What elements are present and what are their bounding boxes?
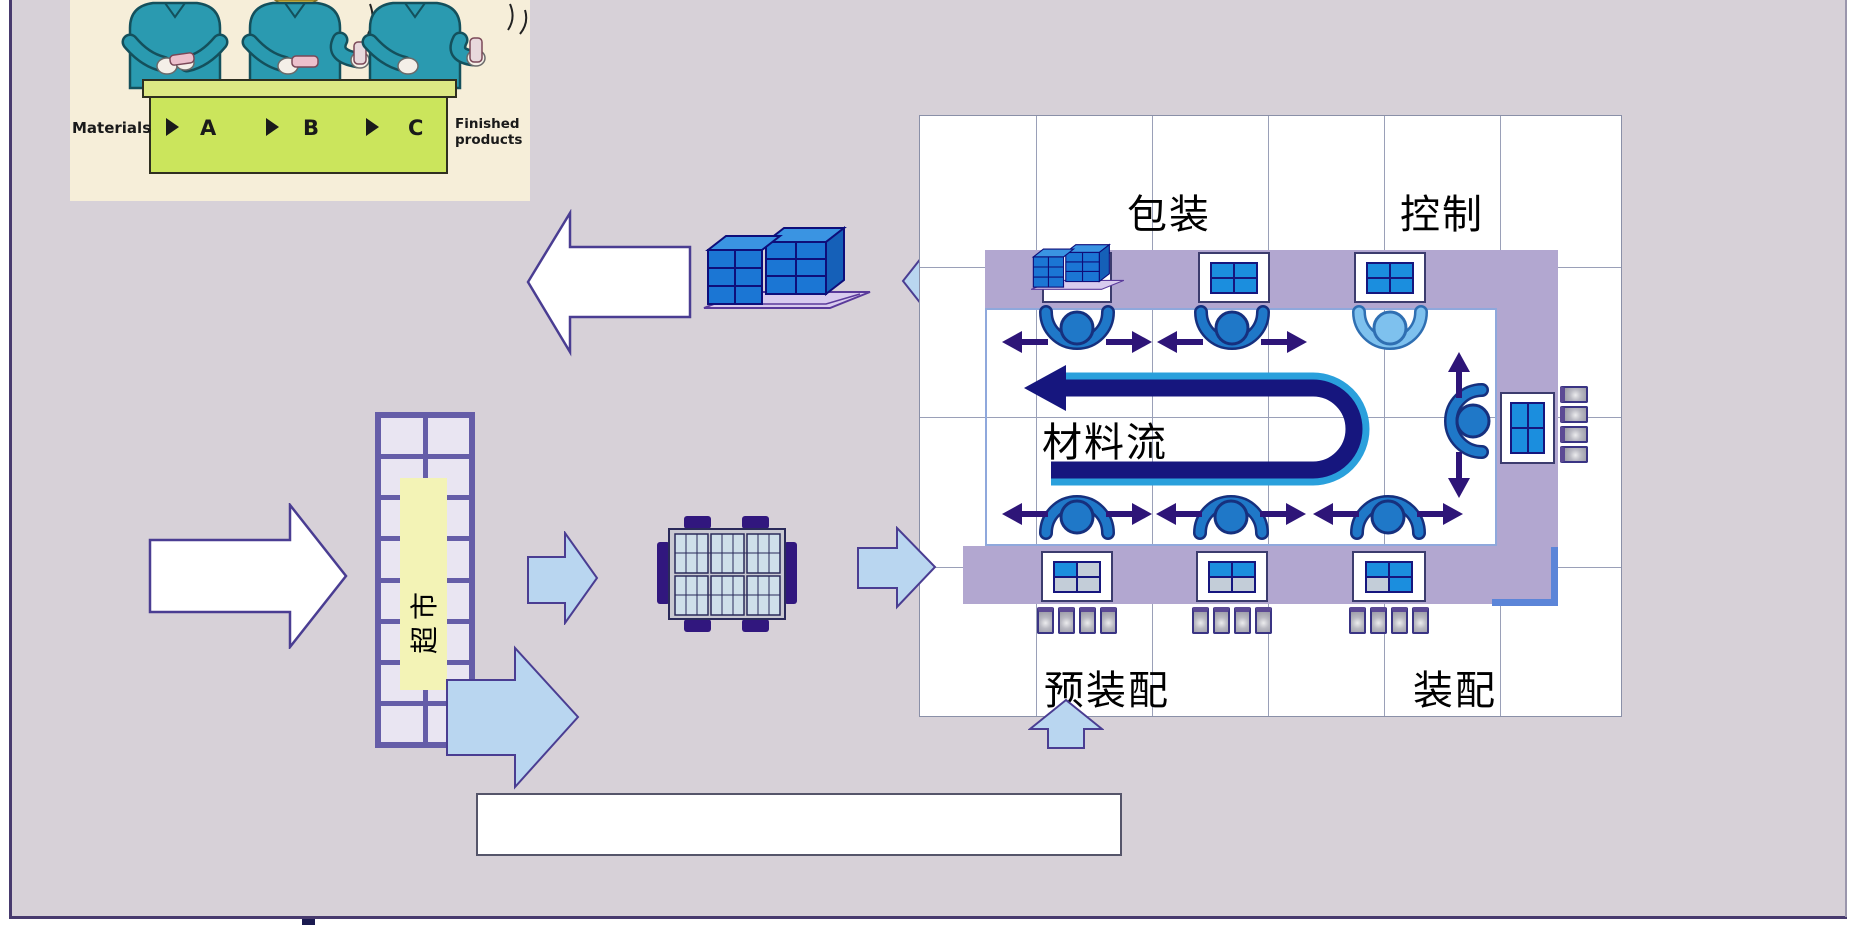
slide-border-left	[9, 0, 12, 919]
kit-flow-arrow-icon	[527, 531, 599, 625]
parts-bins-icon	[1349, 607, 1429, 634]
machine-grid-icon	[1366, 261, 1414, 294]
kitting-trolley-icon	[657, 516, 797, 632]
finished-goods-pallet-icon	[703, 225, 871, 309]
control-machine	[1354, 252, 1426, 303]
cell-feed-arrow-icon	[857, 526, 937, 610]
shuttle-right-arrow-icon	[1260, 503, 1306, 525]
packaging-area-label: 包装	[1127, 192, 1211, 238]
inset-worker-3-icon	[361, 1, 528, 90]
worker-icon	[1444, 383, 1491, 459]
materials-in-arrow-icon	[148, 503, 348, 649]
assembly-machine	[1352, 551, 1426, 602]
shuttle-right-arrow-icon	[1261, 331, 1307, 353]
flow-triangle-icon	[166, 118, 179, 136]
band-shadow	[1492, 599, 1558, 606]
inset-materials-label: Materials	[72, 119, 151, 137]
machine-grid-icon	[1053, 560, 1101, 593]
worker-icon	[1193, 495, 1269, 540]
worker-icon	[1194, 305, 1270, 350]
parts-bins-icon	[1560, 386, 1588, 463]
grid-line	[1384, 116, 1385, 716]
inset-station-c: C	[408, 116, 423, 140]
parts-bins-icon	[1037, 607, 1117, 634]
shuttle-right-arrow-icon	[1106, 331, 1152, 353]
flow-triangle-icon	[366, 118, 379, 136]
packaging-pallet-icon	[1030, 243, 1125, 290]
inset-bench-body	[149, 96, 448, 174]
shuttle-left-arrow-icon	[1002, 503, 1048, 525]
push-production-inset-image: Materials A B C Finished products	[70, 0, 530, 201]
worker-icon	[1039, 495, 1115, 540]
worker-icon	[1350, 495, 1426, 540]
ship-out-arrow-icon	[526, 209, 692, 357]
shuttle-right-arrow-icon	[1106, 503, 1152, 525]
supermarket-highlight	[400, 478, 447, 690]
shuttle-left-arrow-icon	[1313, 503, 1359, 525]
work-cell-border	[985, 308, 1497, 546]
shuttle-down-arrow-icon	[1448, 452, 1470, 498]
pre-assembly-in-arrow-icon	[1028, 698, 1104, 749]
machine-grid-icon	[1365, 560, 1413, 593]
inset-bench-top	[142, 79, 457, 98]
inset-finished-label-2: products	[455, 132, 522, 148]
inset-station-b: B	[303, 116, 319, 140]
grid-line	[1268, 116, 1269, 716]
shuttle-left-arrow-icon	[1002, 331, 1048, 353]
grid-line	[1036, 116, 1037, 716]
machine-grid-icon	[1210, 261, 1258, 294]
band-shadow	[1551, 547, 1558, 606]
slide-number-dash	[302, 919, 315, 925]
worker-icon	[1039, 305, 1115, 350]
shuttle-left-arrow-icon	[1157, 331, 1203, 353]
inset-finished-label-1: Finished	[455, 116, 520, 132]
grid-line	[920, 417, 1621, 418]
assembly-area-label: 装配	[1413, 668, 1497, 714]
material-flow-label: 材料流	[1042, 420, 1168, 466]
shuttle-up-arrow-icon	[1448, 352, 1470, 398]
inset-station-a: A	[200, 116, 217, 140]
supermarket-label: 超市	[408, 585, 441, 655]
shuttle-right-arrow-icon	[1417, 503, 1463, 525]
worker-light-icon	[1352, 305, 1428, 350]
machine-grid-icon	[1510, 402, 1545, 454]
pre-assembly-machine-2	[1196, 551, 1268, 602]
slide-border-bottom	[9, 916, 1847, 919]
packaging-machine	[1198, 252, 1270, 303]
parts-bins-icon	[1192, 607, 1272, 634]
inset-worker-1-icon	[121, 1, 229, 90]
grid-line	[1152, 116, 1153, 716]
control-area-label: 控制	[1400, 192, 1484, 238]
caption-box	[476, 793, 1122, 856]
flow-triangle-icon	[266, 118, 279, 136]
shuttle-left-arrow-icon	[1156, 503, 1202, 525]
supermarket-supply-arrow-icon	[446, 645, 580, 790]
slide-border-right	[1845, 0, 1847, 917]
side-machine	[1500, 392, 1555, 464]
machine-grid-icon	[1208, 560, 1256, 593]
material-flow-arrow-icon	[1024, 365, 1370, 486]
pre-assembly-machine-1	[1041, 551, 1113, 602]
